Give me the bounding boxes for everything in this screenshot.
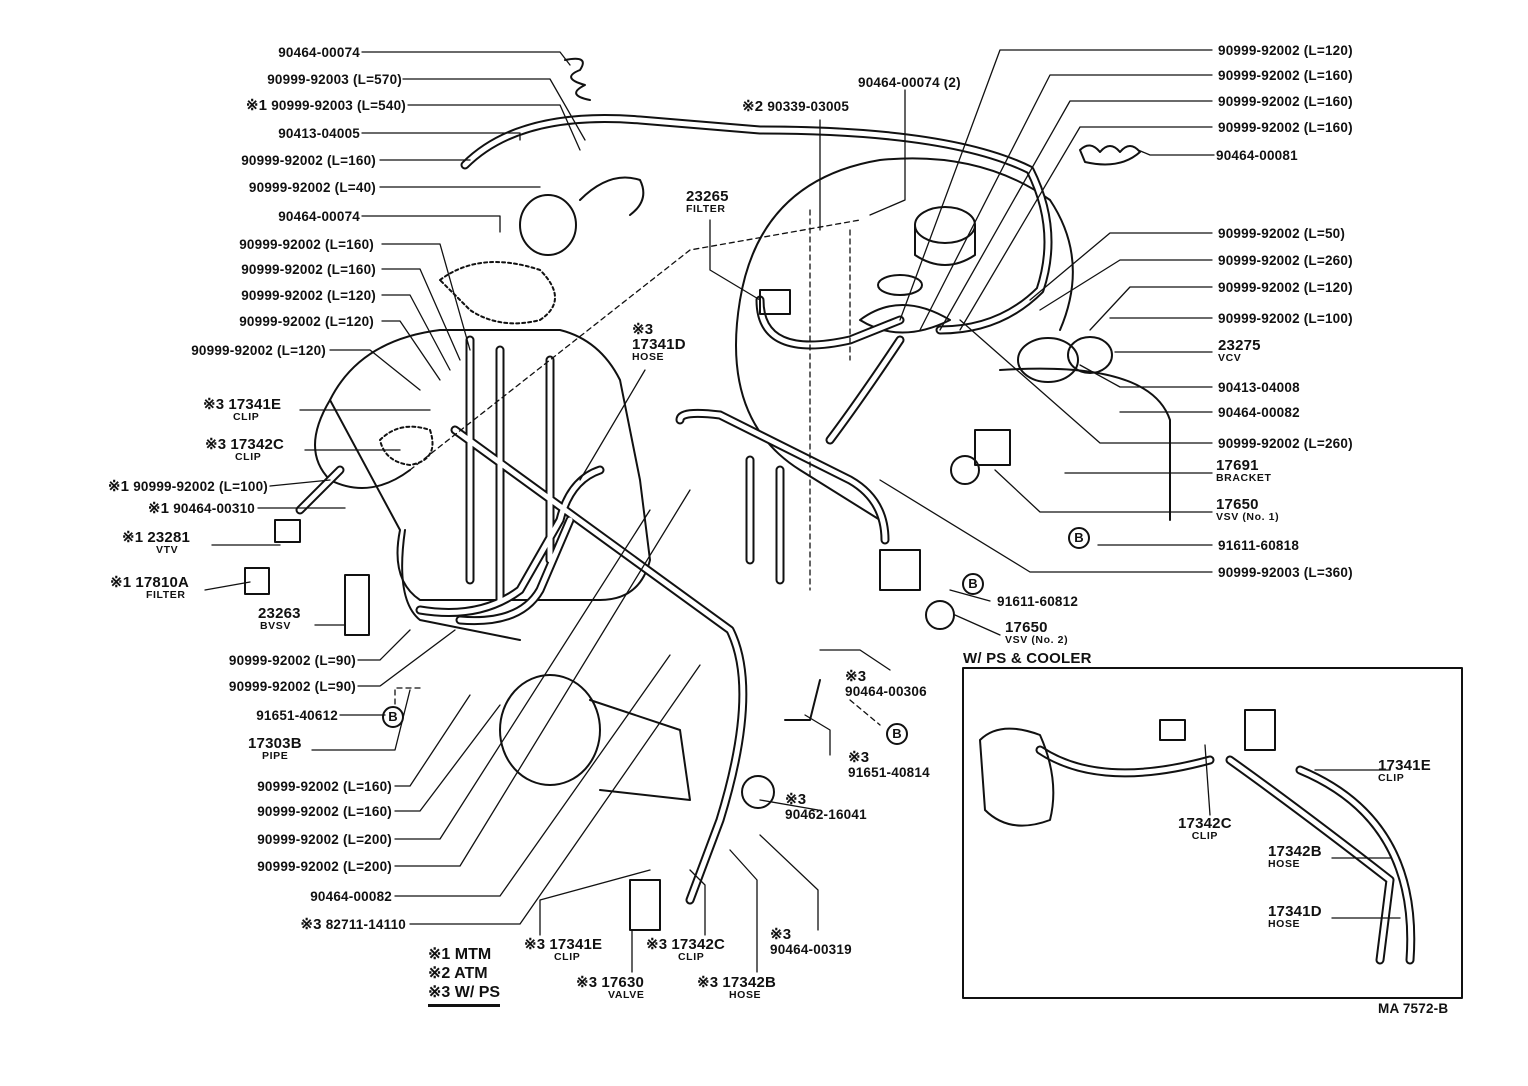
callout: 90999-92002 (L=120) <box>1218 43 1353 58</box>
callout: 90999-92002 (L=200) <box>257 859 392 874</box>
engine-outline <box>314 157 1171 641</box>
callout: 90999-92003 (L=360) <box>1218 565 1353 580</box>
callout: 90999-92002 (L=90) <box>228 653 356 668</box>
legend-item-mtm: ※1 MTM <box>428 946 492 963</box>
callout: 91651-40612 <box>256 708 338 723</box>
callout: 90999-92002 (L=90) <box>228 679 356 694</box>
callout: 90413-04005 <box>278 126 360 141</box>
callout: 90999-92002 (L=160) <box>1218 120 1353 135</box>
inset-frame <box>962 667 1463 999</box>
callout: 90999-92002 (L=50) <box>1218 226 1346 241</box>
callout: 90464-00074 (2) <box>858 75 961 90</box>
drawing-code: MA 7572-B <box>1378 1001 1449 1016</box>
reference-marker-b: B <box>962 573 984 595</box>
callout: 90999-92003 (L=570) <box>267 72 402 87</box>
callout: 90464-00082 <box>310 889 392 904</box>
callout: 90999-92002 (L=160) <box>1218 68 1353 83</box>
canisters <box>499 176 1113 801</box>
reference-marker-b: B <box>886 723 908 745</box>
callout: 90999-92002 (L=200) <box>257 832 392 847</box>
callout: 90999-92002 (L=120) <box>241 288 376 303</box>
leader-lines <box>204 49 1401 973</box>
callout: 90999-92002 (L=160) <box>1218 94 1353 109</box>
reference-marker-b: B <box>1068 527 1090 549</box>
callout: 90413-04008 <box>1218 380 1300 395</box>
reference-marker-b: B <box>382 706 404 728</box>
callout: 90999-92002 (L=120) <box>191 343 326 358</box>
legend: ※1 MTM ※2 ATM ※3 W/ PS <box>428 945 501 1007</box>
callout: 90999-92002 (L=40) <box>248 180 376 195</box>
callout: 90999-92002 (L=260) <box>1218 253 1353 268</box>
callout: 90999-92002 (L=160) <box>241 262 376 277</box>
inset-title: W/ PS & COOLER <box>963 650 1092 667</box>
callout: 90999-92002 (L=160) <box>257 779 392 794</box>
callout: 90999-92002 (L=100) <box>1218 311 1353 326</box>
callout: 91611-60818 <box>1218 538 1300 553</box>
callout: 90999-92002 (L=120) <box>239 314 374 329</box>
callout: 90999-92002 (L=260) <box>1218 436 1353 451</box>
callout: 91611-60812 <box>997 594 1079 609</box>
small-parts <box>244 57 1276 931</box>
hose-bores <box>297 115 1414 963</box>
callout: 90464-00074 <box>278 209 360 224</box>
callout: 90999-92002 (L=160) <box>257 804 392 819</box>
callout: 90464-00082 <box>1218 405 1300 420</box>
callout: 90999-92002 (L=160) <box>241 153 376 168</box>
legend-item-ps: ※3 W/ PS <box>428 984 501 1001</box>
legend-item-atm: ※2 ATM <box>428 965 488 982</box>
dashed-reference-lines <box>394 209 881 726</box>
callout: 90999-92002 (L=160) <box>239 237 374 252</box>
callout: 90464-00074 <box>278 45 360 60</box>
callout: 90464-00081 <box>1216 148 1298 163</box>
callout: 90999-92002 (L=120) <box>1218 280 1353 295</box>
